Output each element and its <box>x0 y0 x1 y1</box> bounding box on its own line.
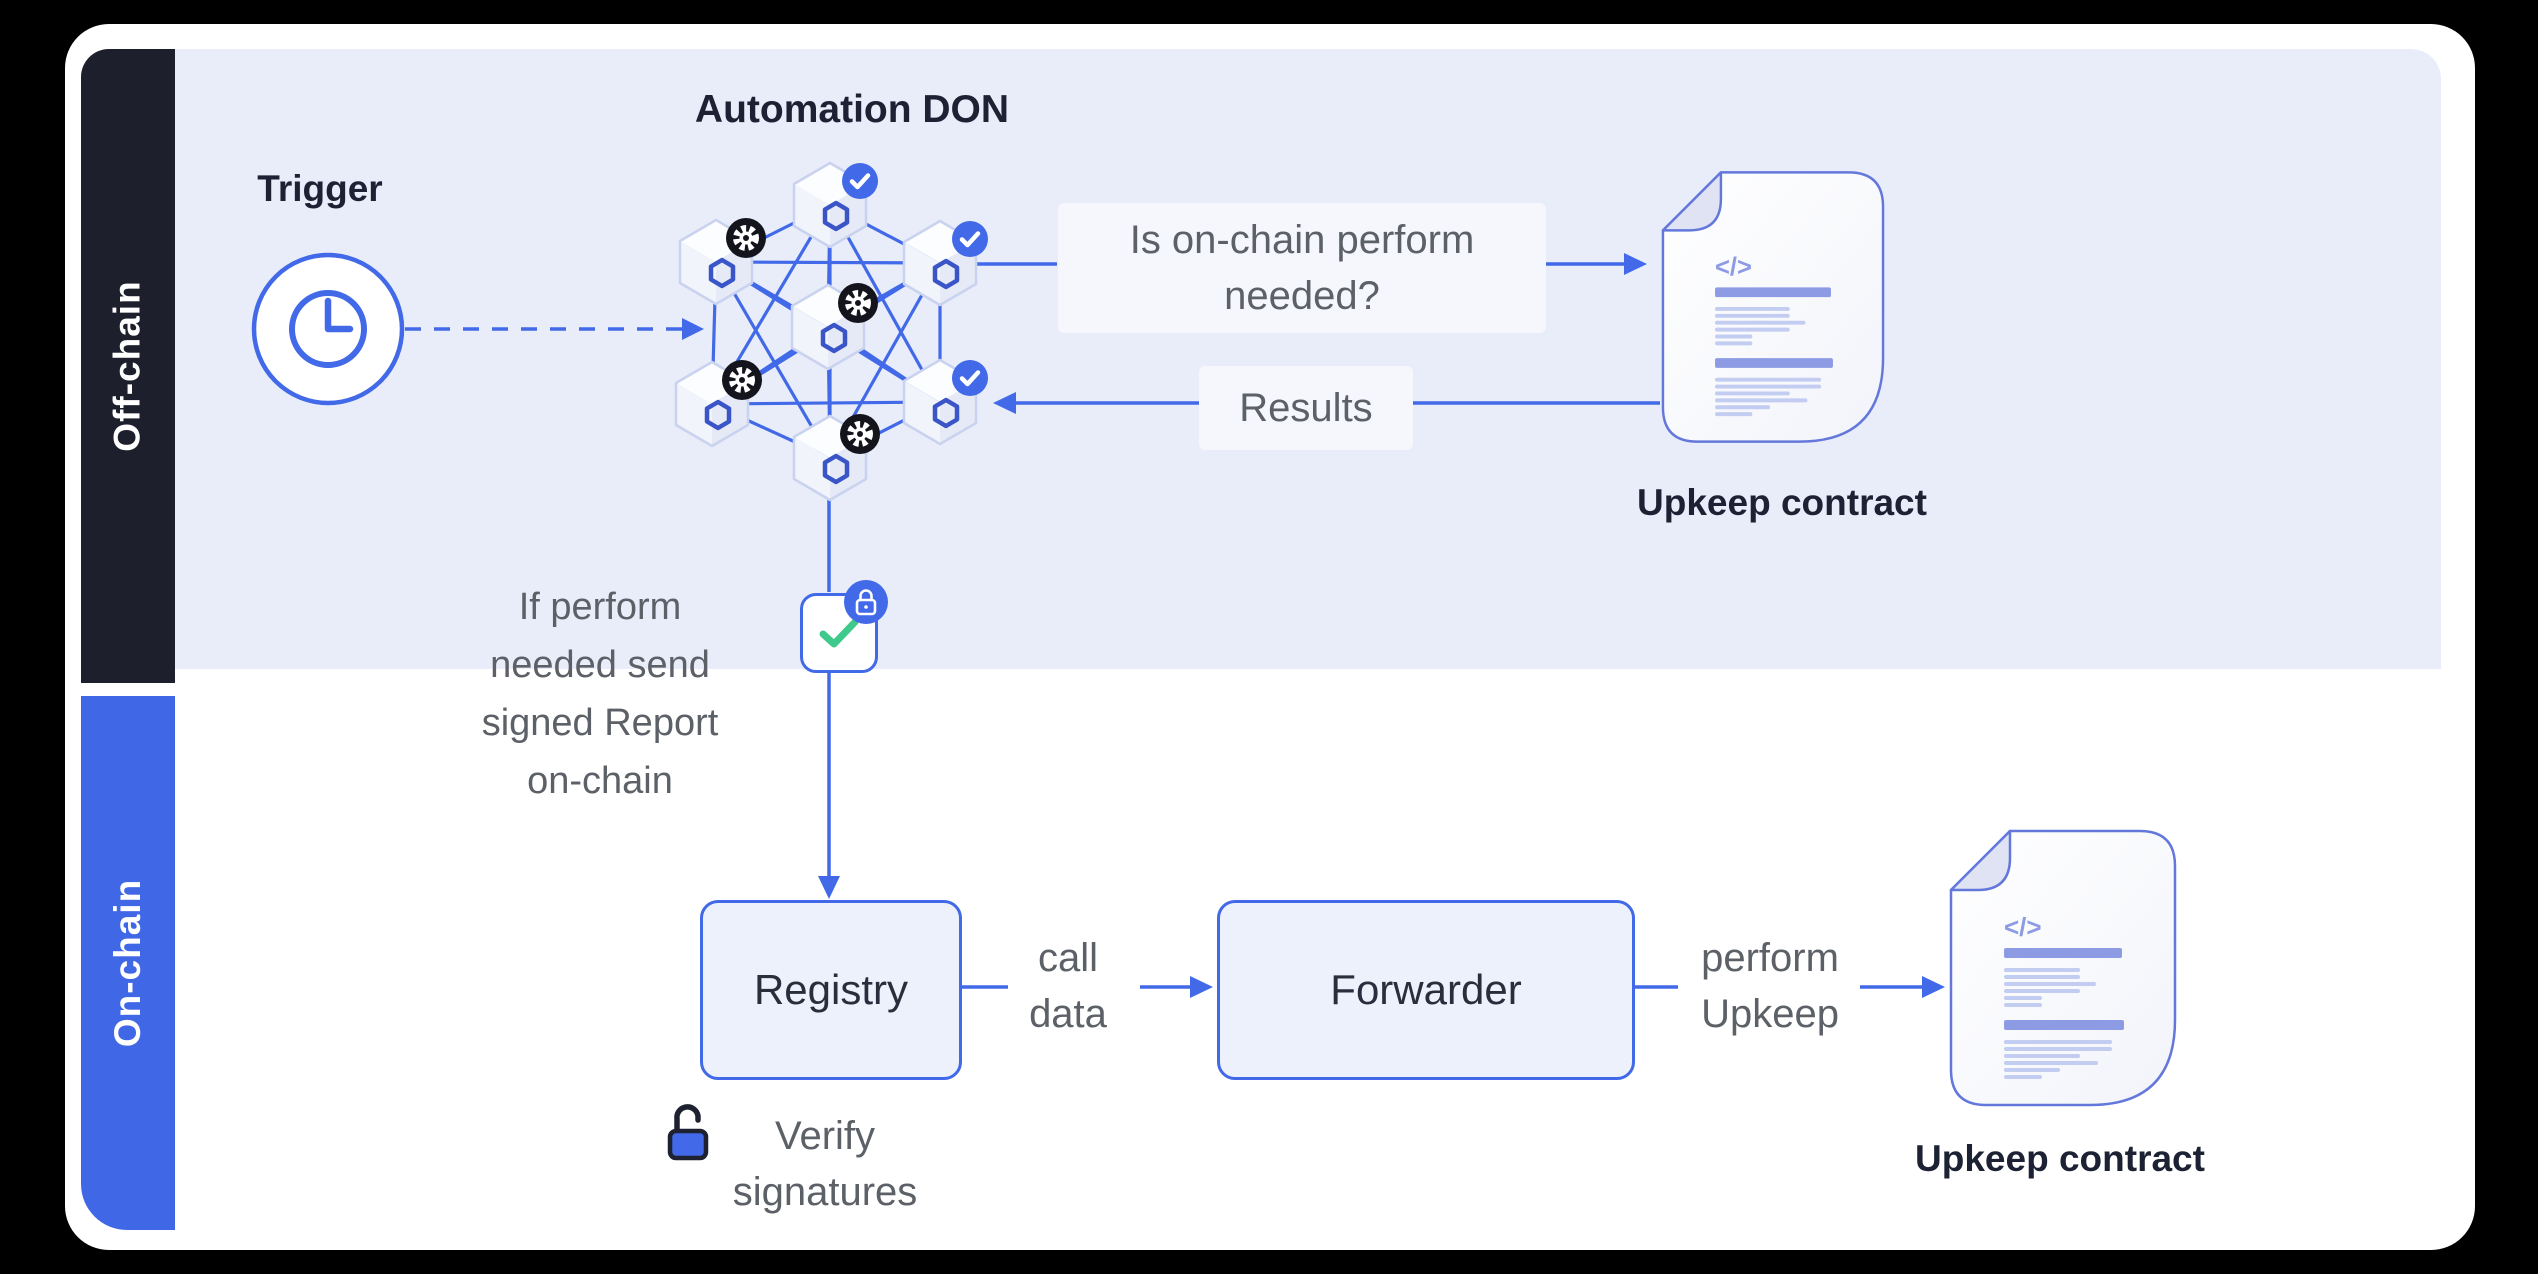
results-label: Results <box>1239 386 1373 430</box>
don-network <box>650 140 1000 520</box>
registry-label: Registry <box>753 966 909 1013</box>
open-padlock-icon <box>667 1104 709 1161</box>
gear-badge-icon <box>722 360 762 400</box>
upkeep-contract-icon-top: </> <box>1661 171 1885 443</box>
trigger-label: Trigger <box>257 168 383 209</box>
offchain-tab-label: Off-chain <box>107 280 149 452</box>
upkeep-contract-label-bottom: Upkeep contract <box>1915 1138 2205 1179</box>
green-check-icon <box>819 618 859 648</box>
sidebar-tab-onchain: On-chain <box>81 696 175 1230</box>
registry-box: Registry <box>700 900 962 1080</box>
perform-upkeep-label: perform Upkeep <box>1701 936 1839 1036</box>
question-line: needed? <box>1224 274 1380 318</box>
check-badge-icon <box>952 360 988 396</box>
call-data-label: call data <box>1029 936 1107 1036</box>
lock-badge-icon <box>844 580 888 624</box>
gear-badge-icon <box>838 283 878 323</box>
verify-signatures-label: Verify signatures <box>732 1114 918 1214</box>
gear-badge-icon <box>840 414 880 454</box>
forwarder-box: Forwarder <box>1217 900 1635 1080</box>
onchain-tab-label: On-chain <box>107 878 148 1048</box>
forwarder-label: Forwarder <box>1330 966 1522 1013</box>
onchain-perform-question: Is on-chain perform needed? <box>1058 203 1546 333</box>
gear-badge-icon <box>726 218 766 258</box>
check-badge-icon <box>952 221 988 257</box>
signed-report-note: If perform needed send signed Report on-… <box>481 586 719 802</box>
automation-don-label: Automation DON <box>694 88 1010 131</box>
upkeep-contract-label-top: Upkeep contract <box>1637 482 1927 523</box>
upkeep-contract-icon-bottom <box>1949 829 2177 1107</box>
sidebar-tab-offchain: Off-chain <box>81 49 175 683</box>
check-badge-icon <box>842 163 878 199</box>
offchain-section-background <box>175 49 2441 669</box>
clock-icon <box>251 252 405 406</box>
question-line: Is on-chain perform <box>1129 218 1475 262</box>
results-panel <box>1199 366 1413 450</box>
question-panel <box>1058 203 1546 333</box>
